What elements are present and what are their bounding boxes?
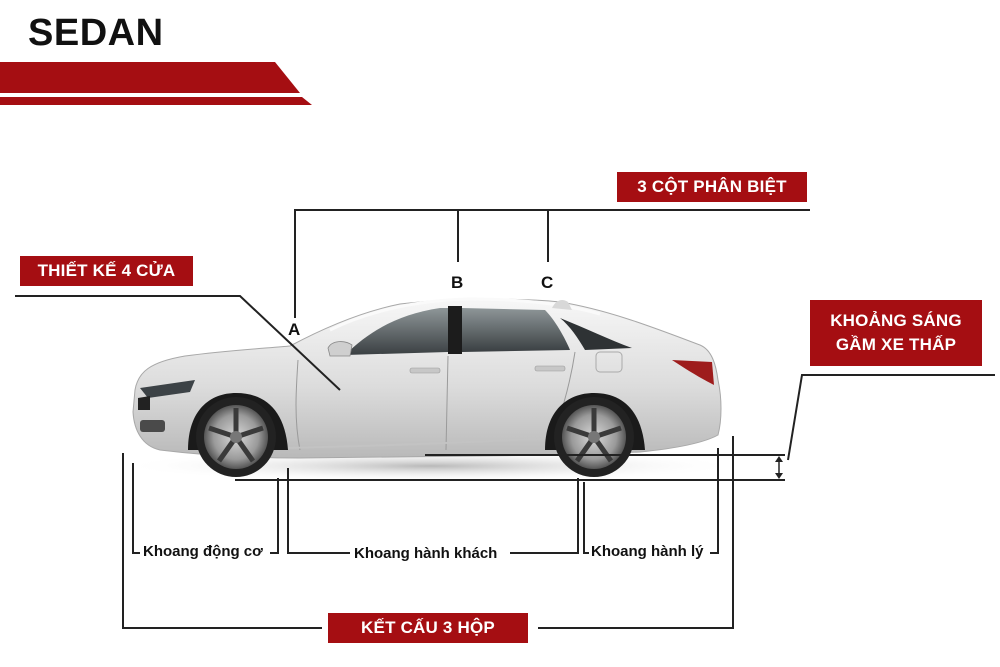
four-doors-label: THIẾT KẾ 4 CỬA — [20, 256, 193, 286]
ground-clearance-label: KHOẢNG SÁNG GẦM XE THẤP — [810, 300, 982, 366]
ground-clearance-line1: KHOẢNG SÁNG — [830, 311, 962, 330]
rear-wheel — [554, 397, 634, 477]
passenger-cabin-label: Khoang hành khách — [352, 545, 500, 562]
ground-clearance-line2: GẦM XE THẤP — [835, 335, 957, 354]
three-pillars-label: 3 CỘT PHÂN BIỆT — [617, 172, 807, 202]
page-title: SEDAN — [28, 12, 164, 54]
pillar-c-marker: C — [541, 273, 554, 292]
pillar-b-marker: B — [451, 273, 464, 292]
three-box-label: KẾT CẤU 3 HỘP — [328, 613, 528, 643]
engine-bay-label: Khoang động cơ — [141, 543, 265, 560]
pillar-a-marker: A — [288, 320, 301, 339]
header-stripe — [0, 62, 312, 105]
luggage-compartment-label: Khoang hành lý — [589, 543, 706, 560]
front-wheel — [196, 397, 276, 477]
